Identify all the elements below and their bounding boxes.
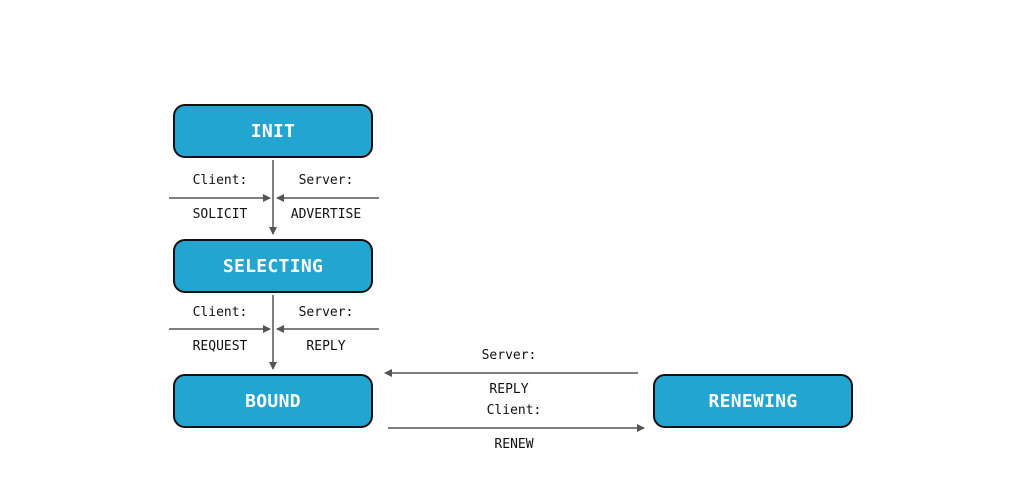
renewing-bound-server-label: Server: xyxy=(481,348,537,363)
init-selecting-client-message: SOLICIT xyxy=(192,207,248,222)
state-bound-label: BOUND xyxy=(245,390,301,412)
selecting-bound-client-message: REQUEST xyxy=(192,339,248,354)
bound-renewing-client-label: Client: xyxy=(486,403,542,418)
bound-renewing-client-message: RENEW xyxy=(494,437,534,452)
state-init-label: INIT xyxy=(250,120,296,142)
state-bound: BOUND xyxy=(173,374,373,428)
selecting-bound-server-label: Server: xyxy=(298,305,354,320)
state-init: INIT xyxy=(173,104,373,158)
renewing-bound-server-message: REPLY xyxy=(489,382,529,397)
init-selecting-server-label: Server: xyxy=(298,173,354,188)
state-selecting: SELECTING xyxy=(173,239,373,293)
state-renewing-label: RENEWING xyxy=(708,390,798,412)
state-selecting-label: SELECTING xyxy=(222,255,324,277)
init-selecting-server-message: ADVERTISE xyxy=(290,207,362,222)
selecting-bound-server-message: REPLY xyxy=(306,339,346,354)
init-selecting-client-label: Client: xyxy=(192,173,248,188)
state-renewing: RENEWING xyxy=(653,374,853,428)
selecting-bound-client-label: Client: xyxy=(192,305,248,320)
